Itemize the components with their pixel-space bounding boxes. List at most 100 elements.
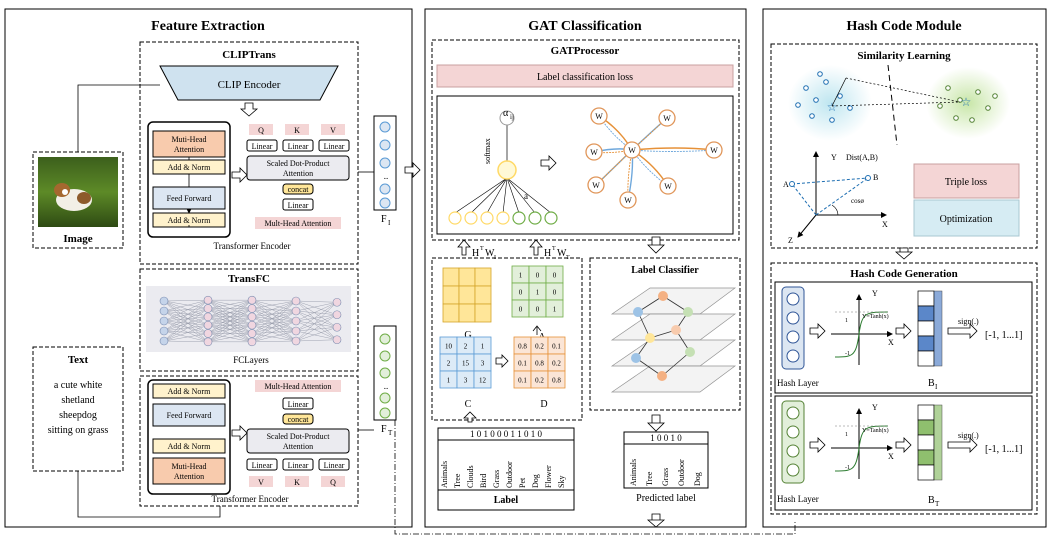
green-cluster <box>926 67 1010 139</box>
down-arrow-icon <box>239 102 259 117</box>
classifier-edge <box>635 357 663 377</box>
text-encoder-box <box>139 375 359 507</box>
fc-edge <box>207 316 253 343</box>
matD-value: 0.1 <box>518 377 527 385</box>
feature-node <box>544 211 558 225</box>
fc-edge <box>163 308 209 342</box>
text-concat <box>282 413 314 425</box>
label-loss-box <box>436 64 734 88</box>
ft-sub-label: T <box>388 429 393 437</box>
down-arrow-icon <box>894 247 914 260</box>
fc-node <box>247 295 257 305</box>
matrix-g-label: G <box>464 330 471 341</box>
hw-text-h: H <box>544 248 551 259</box>
fc-edge <box>295 327 338 332</box>
image-v-label: V <box>330 126 336 135</box>
positive-link <box>831 77 847 107</box>
fc-edge <box>207 299 253 309</box>
classifier-node <box>657 371 667 381</box>
image-q-badge <box>249 124 273 135</box>
right-arrow-icon <box>404 162 421 178</box>
fc-node <box>159 326 169 336</box>
fc-edge <box>251 320 297 343</box>
image-transformer-caption: Transformer Encoder <box>214 241 291 251</box>
label-word: Dog <box>531 474 540 488</box>
hw-text-w: W <box>557 248 567 259</box>
fc-edge <box>295 339 338 342</box>
fclayers-label: FCLayers <box>233 355 269 365</box>
tanh-label-image: Y=Tanh(x) <box>862 313 889 320</box>
right-arrow-icon <box>947 323 978 339</box>
text-mha-block <box>255 380 341 392</box>
fc-node <box>159 316 169 326</box>
fc-edge <box>163 299 209 302</box>
matC-value: 1 <box>481 343 485 351</box>
image-add-norm-1-label: Add & Norm <box>168 163 211 172</box>
fc-edge <box>251 316 297 322</box>
blue-point <box>837 93 843 99</box>
hash-node <box>786 444 800 458</box>
fc-node <box>203 304 213 313</box>
label-word: Grass <box>492 470 501 488</box>
matrices-box <box>431 257 583 421</box>
bt-sub-label: T <box>935 500 940 508</box>
image-sdpa-block <box>246 155 350 181</box>
classifier-layer <box>610 365 737 393</box>
fc-edge <box>163 299 209 322</box>
matD-value: 0.8 <box>552 377 561 385</box>
text-muti-head-label: Muti-Head <box>171 462 206 471</box>
text-add-norm-1 <box>152 383 226 399</box>
green-point <box>937 103 943 109</box>
image-encoder-stack <box>147 121 231 238</box>
matrix-g-cell <box>458 303 476 323</box>
text-linear-out <box>282 397 314 410</box>
neighbor-node-label: W <box>710 146 718 155</box>
fc-edge <box>163 333 209 342</box>
fc-edge <box>163 300 209 309</box>
feature-node <box>496 211 510 225</box>
label-word: Clouds <box>466 465 475 488</box>
attention-node <box>497 160 517 180</box>
cos-label: cosø <box>851 197 864 205</box>
classifier-node <box>683 307 693 317</box>
down-arrow-icon <box>646 513 666 528</box>
hash-bit <box>917 320 935 337</box>
fc-edge <box>295 302 338 342</box>
fc-edge <box>295 310 338 340</box>
up-arrow-icon <box>532 325 542 335</box>
fi-label: F <box>381 214 387 225</box>
matrix-g-cell <box>458 285 476 305</box>
hw-image-t: T <box>480 246 484 252</box>
hash-bit <box>917 464 935 481</box>
fc-edge <box>251 300 297 326</box>
matC-value: 3 <box>464 377 468 385</box>
fc-node <box>203 320 213 330</box>
image-multi-head-block <box>152 130 226 158</box>
green-point <box>992 93 998 99</box>
fc-edge <box>251 300 297 309</box>
anchor-star-icon: ☆ <box>827 100 838 114</box>
fc-edge <box>251 300 297 334</box>
ft-node <box>379 333 391 345</box>
text-line-1: a cute white <box>54 380 103 391</box>
image-to-clip-connector <box>77 84 160 152</box>
image-linear-k-label: Linear <box>288 142 309 151</box>
fc-edge <box>163 316 209 342</box>
predicted-word: Tree <box>645 471 654 486</box>
classifier-edge <box>661 351 691 377</box>
green-point <box>969 117 975 123</box>
label-word: Outdoor <box>505 461 514 488</box>
text-sdpa-label-2: Attention <box>283 442 313 451</box>
classifier-node <box>671 325 681 335</box>
fi-node <box>379 121 391 133</box>
up-arrow-icon <box>529 239 543 256</box>
fc-edge <box>251 310 297 326</box>
ft-dots: .. <box>384 381 389 391</box>
optimization-label: Optimization <box>940 214 993 225</box>
green-point <box>945 85 951 91</box>
image-hash-box <box>774 281 1033 394</box>
hash-bit <box>917 434 935 451</box>
up-arrow-icon <box>463 411 477 423</box>
